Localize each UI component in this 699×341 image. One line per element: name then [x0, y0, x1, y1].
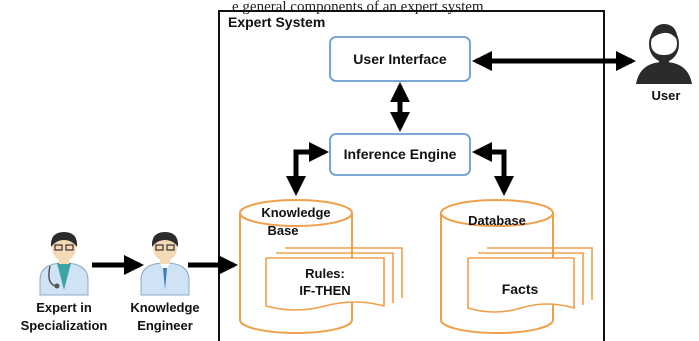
inference-engine-label: Inference Engine [344, 146, 457, 162]
rules-label-1: Rules: [305, 266, 345, 281]
expert-label-2: Specialization [21, 318, 108, 333]
knowledge-base-label-1: Knowledge [261, 205, 330, 220]
arrow-inference-database [472, 142, 514, 196]
expert-label-1: Expert in [36, 300, 92, 315]
user-interface-label: User Interface [353, 51, 447, 67]
database-label: Database [468, 213, 526, 228]
expert-system-frame [218, 10, 605, 341]
inference-engine-box: Inference Engine [329, 133, 471, 176]
knowledge-base-label-2: Base [267, 223, 298, 238]
arrows [92, 51, 636, 275]
engineer-label-2: Engineer [137, 318, 193, 333]
rules-label-2: IF-THEN [299, 283, 350, 298]
arrow-inference-knowledge [286, 142, 329, 196]
rules-card-stack: Rules: IF-THEN [265, 247, 403, 311]
expert-system-title: Expert System [228, 14, 325, 30]
engineer-label-1: Knowledge [130, 300, 199, 315]
user-interface-box: User Interface [329, 36, 471, 82]
user-avatar-icon [636, 24, 692, 84]
user-label: User [652, 88, 681, 103]
facts-label: Facts [502, 281, 539, 297]
facts-card-stack: Facts [467, 247, 593, 313]
caption-fragment: e general components of an expert system [232, 0, 484, 15]
knowledge-engineer-icon [140, 232, 190, 296]
expert-doctor-icon [39, 232, 89, 296]
